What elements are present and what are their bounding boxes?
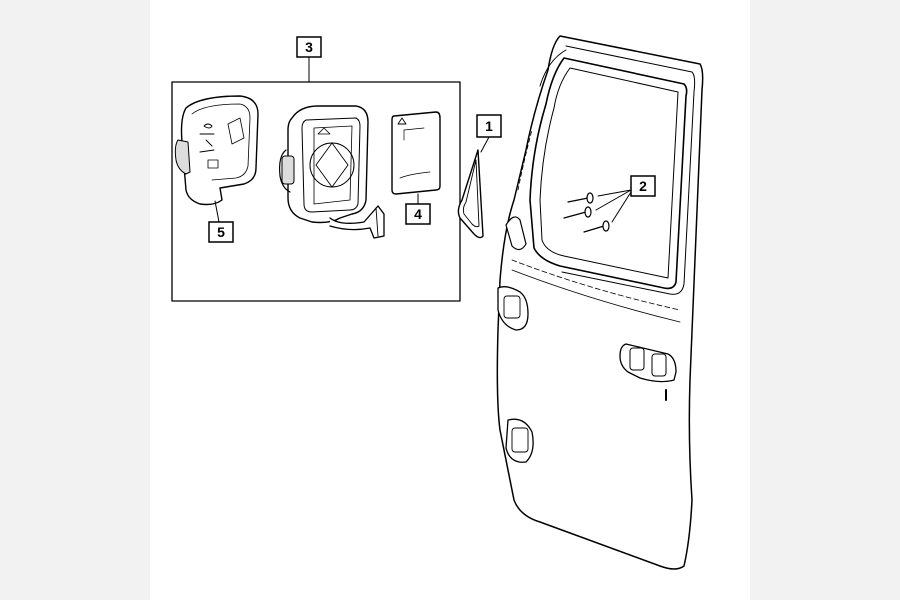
mirror-housing[interactable] [279,105,385,239]
callout-2: 2 [630,175,656,197]
mirror-seal[interactable] [457,136,490,239]
screw-set[interactable] [563,189,632,233]
door-handle[interactable] [619,343,677,401]
callout-3: 3 [296,36,322,58]
callout-1: 1 [476,114,502,138]
mirror-glass[interactable] [391,111,441,205]
mirror-assembly-box [171,81,461,302]
callout-5: 5 [208,221,234,243]
callout-4: 4 [405,203,431,225]
hinge-lower [505,418,534,463]
hinge-upper [497,286,529,331]
callout-3-label: 3 [305,39,313,55]
mirror-cover[interactable] [174,95,259,223]
window-frame [505,57,688,323]
callout-1-label: 1 [485,118,493,134]
callout-2-label: 2 [639,178,647,194]
callout-5-label: 5 [217,224,225,240]
callout-4-label: 4 [414,206,422,222]
